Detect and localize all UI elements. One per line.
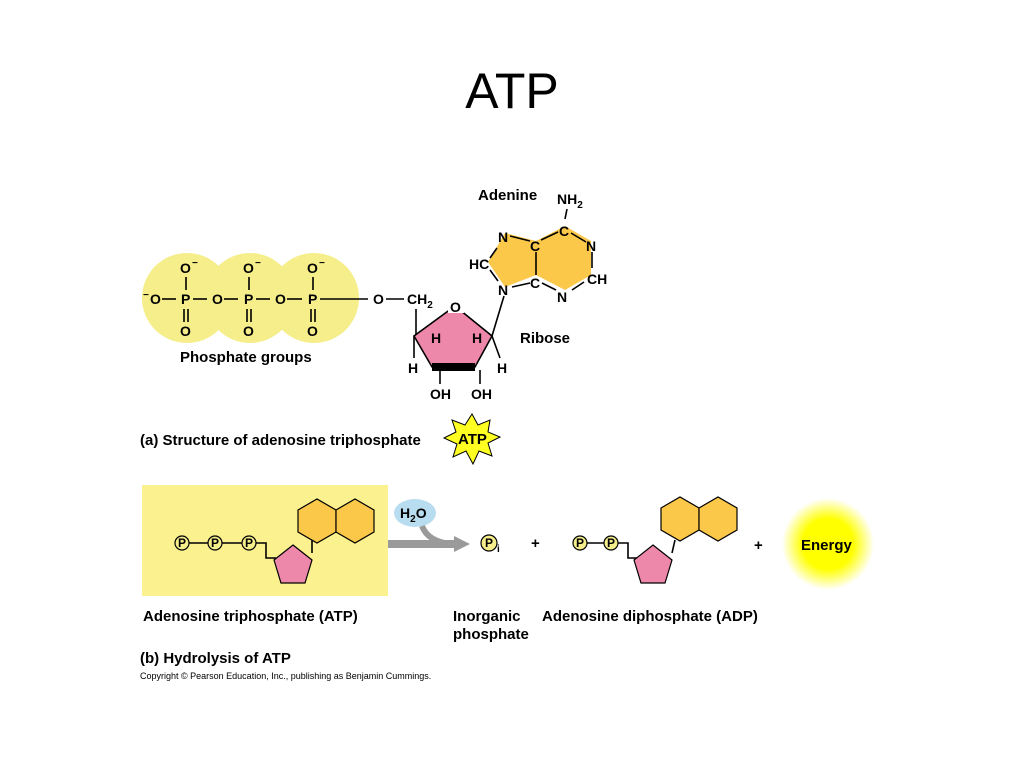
energy-label: Energy	[801, 537, 853, 554]
adenine-c-4: C	[530, 275, 540, 291]
ch2-group: CH2	[407, 291, 433, 311]
p-2: P	[244, 291, 253, 307]
charge-1: −	[192, 258, 198, 269]
atp-p-1: P	[178, 536, 186, 550]
pi-subscript: i	[497, 544, 500, 555]
phosphate-o-top-2: O	[243, 260, 254, 276]
atp-badge-star	[442, 413, 502, 466]
adenine-n-3: N	[557, 289, 567, 305]
adenine-n-9: N	[498, 282, 508, 298]
adenine-hc-8: HC	[469, 256, 489, 272]
phosphate-groups: O − O − O − − O P O P O P O O O	[142, 253, 368, 343]
ribose-label: Ribose	[520, 330, 570, 347]
pi-circle	[480, 534, 498, 552]
adenine-n-7: N	[498, 229, 508, 245]
phosphate-o-top-1: O	[180, 260, 191, 276]
ribose-ring: O H H H H OH OH	[408, 295, 507, 402]
reaction-arrow	[388, 524, 470, 552]
atp-p-3: P	[245, 536, 253, 550]
water-molecule: H2O	[400, 505, 427, 525]
charge-3: −	[319, 258, 325, 269]
phosphate-o-bottom-1: O	[180, 323, 191, 339]
p-3: P	[308, 291, 317, 307]
water-bubble	[394, 499, 436, 527]
inorganic-label-1: Inorganic	[453, 608, 521, 625]
ribose-h-2: H	[472, 330, 482, 346]
ribose-h-1: H	[431, 330, 441, 346]
adp-p-1: P	[576, 536, 584, 550]
ribose-h-3: H	[408, 360, 418, 376]
copyright-text: Copyright © Pearson Education, Inc., pub…	[140, 671, 431, 681]
phosphate-circle-2	[205, 253, 295, 343]
phosphate-o-bottom-3: O	[307, 323, 318, 339]
structure-caption: (a) Structure of adenosine triphosphate	[140, 432, 421, 449]
o-bridge-1: O	[212, 291, 223, 307]
adp-label: Adenosine diphosphate (ADP)	[542, 608, 758, 625]
phosphate-groups-label: Phosphate groups	[180, 349, 312, 366]
atp-label: Adenosine triphosphate (ATP)	[143, 608, 358, 625]
adenine-n-1: N	[586, 238, 596, 254]
adenine-nh2: NH2	[557, 191, 583, 211]
adp-schematic: P P	[572, 496, 738, 584]
charge-2: −	[255, 258, 261, 269]
phosphate-o-top-3: O	[307, 260, 318, 276]
ribose-oh-1: OH	[430, 386, 451, 402]
o-ester: O	[373, 291, 384, 307]
atp-p-2: P	[211, 536, 219, 550]
inorganic-label-2: phosphate	[453, 626, 529, 643]
ribose-oh-2: OH	[471, 386, 492, 402]
adenine-ch-2: CH	[587, 271, 607, 287]
adenine-label: Adenine	[478, 187, 537, 204]
energy-glow	[782, 498, 874, 590]
ribose-h-4: H	[497, 360, 507, 376]
slide-title: ATP	[465, 63, 559, 119]
adenine-c-5: C	[530, 238, 540, 254]
adenine-base: N C C N CH N C N HC NH2	[469, 191, 607, 305]
o-bridge-2: O	[275, 291, 286, 307]
adp-p-2: P	[607, 536, 615, 550]
o-left: O	[150, 291, 161, 307]
phosphate-circle-1	[142, 253, 232, 343]
atp-schematic: P P P	[174, 498, 375, 584]
hydrolysis-caption: (b) Hydrolysis of ATP	[140, 650, 291, 667]
atp-badge-text: ATP	[458, 431, 487, 448]
phosphate-o-bottom-2: O	[243, 323, 254, 339]
ribose-o: O	[450, 299, 461, 315]
p-1: P	[181, 291, 190, 307]
plus-2: +	[754, 537, 763, 554]
adenine-c-6: C	[559, 223, 569, 239]
pi-p: P	[485, 536, 493, 550]
charge-left: −	[143, 290, 149, 301]
phosphate-circle-3	[269, 253, 359, 343]
plus-1: +	[531, 535, 540, 552]
